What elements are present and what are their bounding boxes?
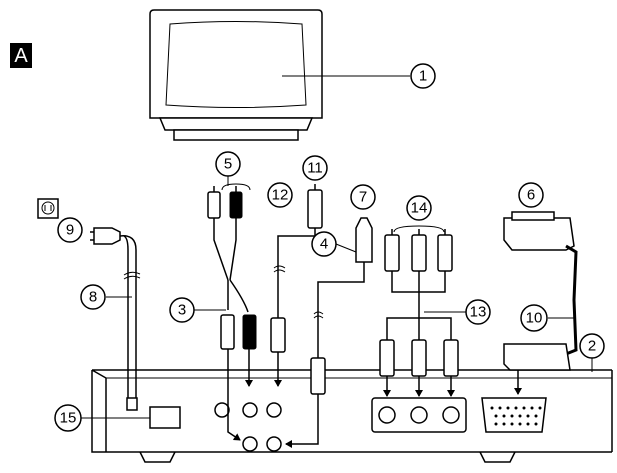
callout-1-text: 1 [419, 68, 427, 85]
callout-5-text: 5 [224, 156, 232, 173]
scart-cable [503, 211, 578, 395]
callout-15: 15 [54, 404, 82, 432]
power-cord [90, 227, 141, 411]
av-jacks [214, 402, 282, 452]
callout-13-text: 13 [470, 304, 487, 321]
callout-11: 11 [302, 155, 328, 181]
callout-2-text: 2 [588, 338, 596, 355]
tv-monitor-icon [149, 9, 323, 141]
component-jack-block [371, 397, 467, 433]
bracket-5 [221, 183, 251, 191]
section-badge: A [10, 43, 32, 68]
callout-4: 4 [311, 231, 337, 257]
callout-6-text: 6 [527, 187, 535, 204]
player-rear-panel [91, 369, 613, 463]
callout-10: 10 [520, 304, 548, 332]
callout-9: 9 [57, 217, 83, 243]
video-cable [270, 184, 323, 387]
svideo-cable [285, 217, 373, 448]
power-switch [149, 406, 181, 429]
callout-1: 1 [410, 63, 436, 89]
callout-11-text: 11 [307, 160, 323, 177]
leader-lines [81, 75, 593, 419]
scart-socket [481, 397, 547, 433]
callout-10-text: 10 [526, 310, 543, 327]
section-badge-text: A [14, 45, 28, 67]
callout-9-text: 9 [66, 222, 74, 239]
callout-3: 3 [169, 297, 195, 323]
callout-13: 13 [465, 299, 491, 325]
callout-6: 6 [518, 182, 544, 208]
callout-7: 7 [350, 184, 376, 210]
callout-12: 12 [267, 182, 293, 208]
callout-3-text: 3 [178, 302, 186, 319]
callout-12-text: 12 [272, 187, 289, 204]
audio-cable [207, 186, 257, 441]
wall-outlet-icon [37, 198, 59, 219]
callout-7-text: 7 [359, 189, 367, 206]
callout-8-text: 8 [89, 289, 97, 306]
callout-5: 5 [215, 151, 241, 177]
callout-15-text: 15 [60, 410, 77, 427]
callout-4-text: 4 [320, 236, 328, 253]
callout-14: 14 [406, 195, 432, 221]
callout-2: 2 [579, 333, 605, 359]
callout-8: 8 [80, 284, 106, 310]
callout-14-text: 14 [411, 200, 428, 217]
component-cable [379, 229, 459, 397]
bracket-14 [393, 225, 445, 233]
